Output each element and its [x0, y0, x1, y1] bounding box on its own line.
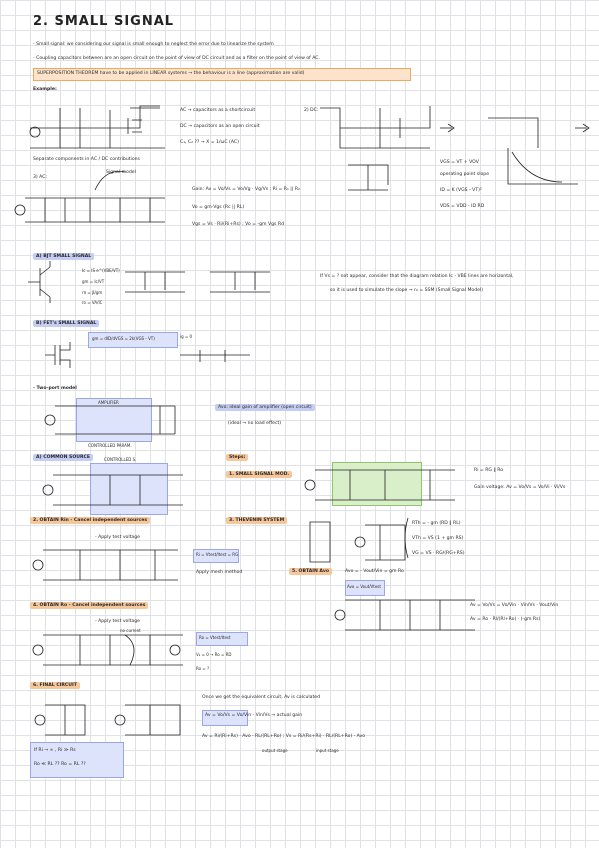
step-4-no-current: no current [120, 628, 141, 633]
avo-box [345, 580, 385, 596]
bjt-transistor [28, 261, 270, 303]
bjt-note-1: If Vs = ? not appear, consider that the … [320, 274, 514, 279]
ri-result: Ri = RG ∥ Ro [474, 468, 504, 473]
example-circuit-full [29, 105, 165, 149]
operating-eq-2: ID = K (VGS - VT)² [440, 188, 482, 193]
two-port-controlled-label: CONTROLLED PARAM. [88, 443, 132, 448]
two-port-amplifier-label: AMPLIFIER [98, 400, 119, 405]
page-title: 2. SMALL SIGNAL [33, 14, 175, 29]
gain-equation: Gain: Av = Vo/Vs = Vo/Vg · Vg/Vs ; Ri = … [192, 187, 300, 192]
capacitor-equation: C₁, C₂ ?? → X = 1/ωC (AC) [180, 140, 239, 145]
separate-note: Separate components in AC / DC contribut… [33, 157, 140, 162]
avo-box-text: Avo = Vout/Vtest [347, 584, 381, 589]
step-5: 5. OBTAIN Avo [289, 568, 332, 575]
step5-circuit [334, 599, 475, 631]
vgs-equation: Vgs = Vs · Ri/(Ri+Rs) ; Vo = -gm Vgs Rd [192, 222, 285, 227]
dc-circuit [320, 106, 590, 149]
superposition-text: SUPERPOSITION THEOREM have to be applied… [37, 71, 305, 76]
condition-1: If Ri → ∞ , Ri ≫ Rs [34, 748, 76, 753]
slope-note: operating point slope [440, 172, 490, 177]
example-label: Example: [33, 87, 57, 92]
fet-ig: ig = 0 [180, 334, 193, 339]
operating-curve [507, 148, 578, 185]
fet-transistor [45, 342, 250, 368]
ideal-note: (ideal → no load effect) [228, 421, 282, 426]
ac-circuit [14, 171, 165, 223]
avo-note: Avo: ideal gain of amplifier (open circu… [215, 404, 315, 411]
intro-line-small-signal: - Small signal: we considering our signa… [33, 42, 274, 47]
step1-circuit [304, 469, 455, 501]
step-2-mesh: Apply mesh method [196, 570, 243, 575]
bjt-gm: gm = Ic/VT [82, 279, 105, 284]
condition-2: Ro ≪ RL ?? Ro = RL ?? [34, 762, 86, 767]
dc-title: 2) DC: [304, 108, 319, 113]
bjt-ic: Ic = IS e^(VBE/VT) [82, 268, 120, 273]
common-source-header: A) COMMON SOURCE [33, 454, 94, 461]
ro-box [196, 632, 248, 646]
output-stage-label: output stage [262, 748, 288, 753]
thevenin-eq-1: RTh = - gm (RD ∥ RL) [412, 521, 461, 526]
dc-note: DC → capacitors as an open circuit [180, 124, 260, 129]
signal-model-label: Signal model [106, 170, 136, 175]
step-4-apply: - Apply test voltage [95, 619, 140, 624]
step1-amplifier-box [332, 462, 422, 506]
step-2-apply: - Apply test voltage [95, 535, 140, 540]
fet-gm-box [88, 332, 178, 348]
step4-circuit [32, 634, 183, 666]
av-eq: Av = Ro · Rl/(Rl+Ro) · (-gm Rs) [470, 617, 541, 622]
input-stage-label: input stage [316, 748, 339, 753]
vo-equation: Vo = gm·Vgs (Rc || RL) [192, 205, 245, 210]
two-port-circuit [44, 405, 176, 435]
thevenin-circuit [309, 517, 409, 563]
step-1: 1. SMALL SIGNAL MOD. [226, 471, 293, 478]
gain-voltage: Gain voltage: Av = Vo/Vs = Vo/Vi · Vi/Vs [474, 485, 566, 490]
thevenin-eq-3: VG = VS · RG/(RG+RS) [412, 551, 465, 556]
final-eq-2: Av = Ri/(Ri+Rs) · Avo · RL/(RL+Ro) ; Vs … [202, 734, 366, 739]
operating-eq-1: VGS = VT + VOV [440, 160, 479, 165]
common-source-circuit [42, 474, 183, 506]
final-eq: Av = Vo/Vs = Vo/Vin · Vin/Vs → actual ga… [205, 713, 303, 718]
ro-eq: Ro = ? [196, 666, 210, 671]
fet-header: B) FET's SMALL SIGNAL [33, 320, 100, 327]
common-source-box [90, 463, 168, 515]
superposition-box [33, 68, 411, 81]
bjt-header: A) BJT SMALL SIGNAL [33, 253, 95, 260]
steps-label: Steps: [226, 454, 249, 461]
two-port-header: - Two-port model [33, 386, 77, 391]
ac-note: AC → capacitors as a shortcircuit [180, 108, 256, 113]
ac-title: 3) AC: [33, 175, 47, 180]
bjt-note-2: so it is used to simulate the slope → r₀… [330, 288, 484, 293]
avo-result: Avo = - Vout/Vin = gm Ro [345, 569, 404, 574]
bjt-ro: ro = VA/IC [82, 300, 103, 305]
common-source-sub: CONTROLLED S. [104, 457, 137, 462]
final-av-box [202, 710, 248, 726]
step-6: 6. FINAL CIRCUIT [30, 682, 80, 689]
final-intro: Once we get the equivalent circuit, Av i… [202, 695, 321, 700]
dc-subcircuit [348, 164, 389, 191]
step-3: 3. THEVENIN SYSTEM [226, 517, 288, 524]
fet-gm: gm = dID/dVGS = 2k(VGS - VT) [92, 336, 155, 341]
bjt-rpi: rπ = β/gm [82, 290, 103, 295]
intro-line-coupling: - Coupling capacitors between are an ope… [33, 56, 320, 61]
step-2-ri: Ri = Vtest/Itest = RG [196, 552, 239, 557]
step-2: 2. OBTAIN Rin - Cancel independent sourc… [30, 517, 151, 524]
ro-box-text: Ro = Vtest/Itest [199, 635, 231, 640]
av-full: Av = Vo/Vs = Vo/Vin · Vin/Vs · Vout/Vin [470, 603, 559, 608]
step2-circuit [32, 549, 178, 581]
operating-eq-3: VDS = VDD - ID RD [440, 204, 485, 209]
ro-gm-rd: V₂ = 0 → Ro = RD [196, 652, 232, 657]
ri-box [193, 549, 239, 563]
final-circuit [34, 704, 181, 736]
thevenin-eq-2: VTh = VS (1 + gm RS) [412, 536, 464, 541]
conditions-box [30, 742, 124, 778]
two-port-box [76, 398, 152, 442]
step-4: 4. OBTAIN Ro - Cancel independent source… [30, 602, 149, 609]
